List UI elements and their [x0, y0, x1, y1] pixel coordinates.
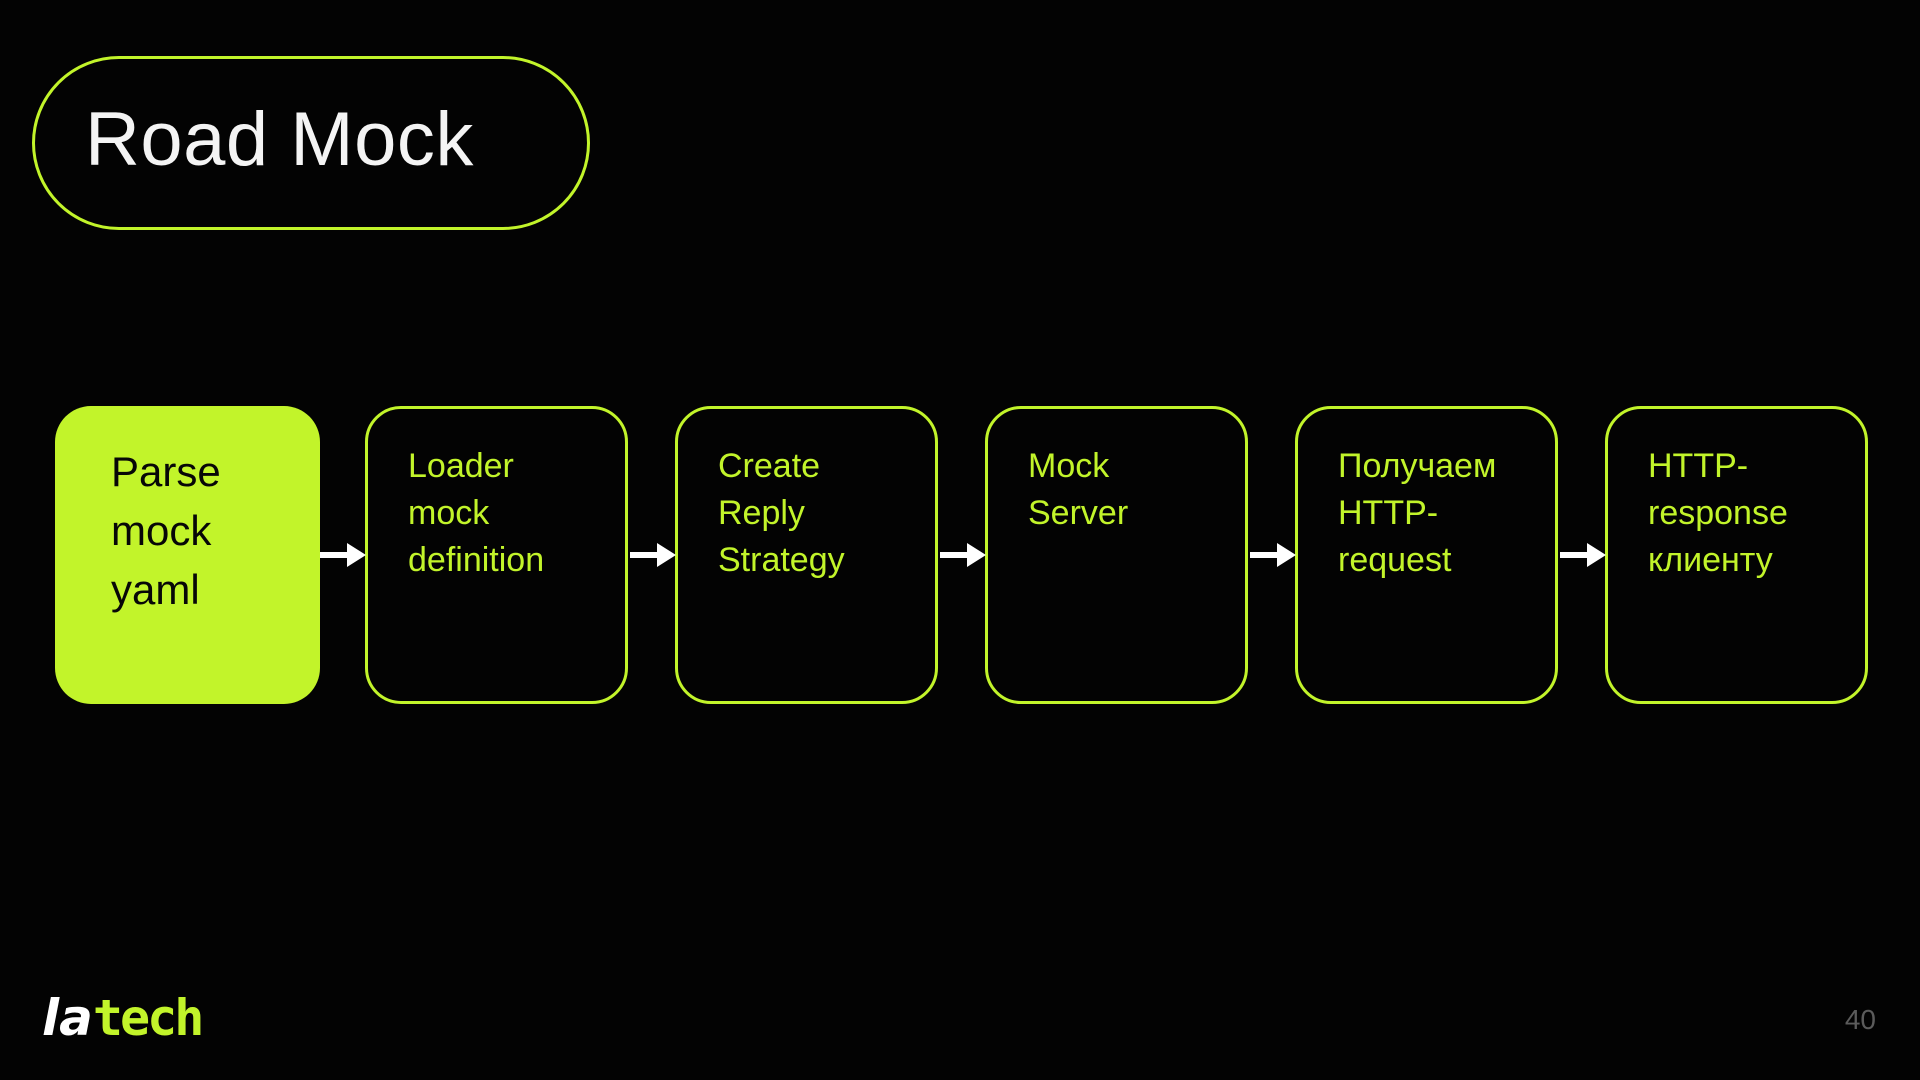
- arrow-right-icon: [940, 543, 986, 567]
- page-number: 40: [1844, 1004, 1876, 1035]
- step-label-line: клиенту: [1648, 541, 1773, 579]
- arrow-right-icon: [320, 543, 366, 567]
- step-label-line: Parse: [111, 448, 221, 495]
- arrow-right-icon: [1250, 543, 1296, 567]
- flow-step-http-response-client: HTTP- response клиенту: [1605, 406, 1868, 704]
- logo-la-text: la: [42, 989, 93, 1047]
- flow-step-mock-server: Mock Server: [985, 406, 1248, 704]
- flow-step-create-reply-strategy: Create Reply Strategy: [675, 406, 938, 704]
- step-label-line: Reply: [718, 494, 805, 532]
- title-box: Road Mock: [32, 56, 590, 230]
- flow-step-receive-http-request: Получаем HTTP- request: [1295, 406, 1558, 704]
- arrow-right-icon: [630, 543, 676, 567]
- step-label-line: HTTP-: [1648, 447, 1749, 485]
- step-label-line: Mock: [1028, 447, 1110, 485]
- step-label-line: response: [1648, 494, 1788, 532]
- step-label-line: mock: [111, 507, 212, 554]
- logo-tech-text: tech: [92, 989, 204, 1047]
- step-label-line: HTTP-: [1338, 494, 1439, 532]
- step-label-line: definition: [408, 541, 545, 579]
- step-label-line: Strategy: [718, 541, 845, 579]
- step-label-line: yaml: [111, 566, 200, 613]
- step-label-line: Create: [718, 447, 821, 485]
- step-label-line: Loader: [408, 447, 514, 485]
- step-label-line: mock: [408, 494, 490, 532]
- step-label-line: request: [1338, 541, 1452, 579]
- flow-step-loader-mock-definition: Loader mock definition: [365, 406, 628, 704]
- flow-step-parse-mock-yaml: Parse mock yaml: [55, 406, 320, 704]
- step-label-line: Server: [1028, 494, 1129, 532]
- page-title: Road Mock: [85, 96, 474, 182]
- step-label-line: Получаем: [1338, 447, 1497, 485]
- arrow-right-icon: [1560, 543, 1606, 567]
